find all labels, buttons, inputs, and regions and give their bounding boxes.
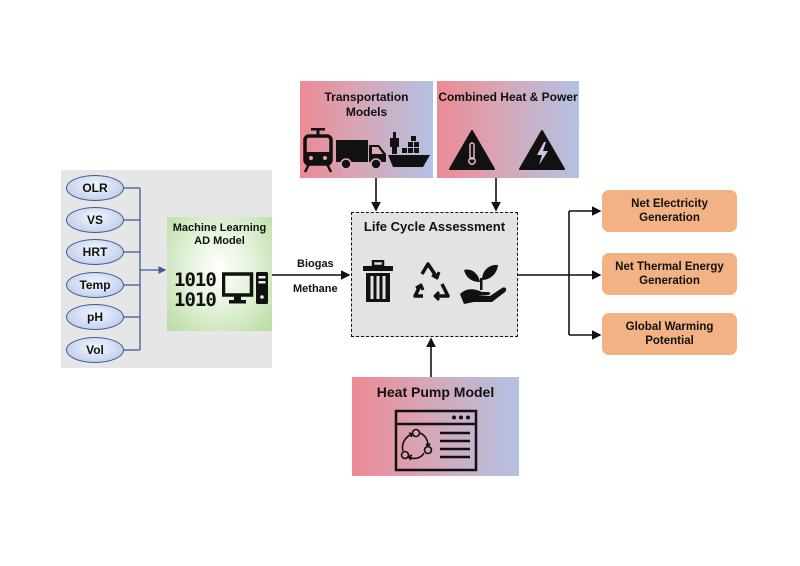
input-temp-label: Temp <box>79 278 111 292</box>
output-net-electricity-label: Net Electricity Generation <box>631 198 708 224</box>
input-vs: VS <box>66 207 124 233</box>
input-olr: OLR <box>66 175 124 201</box>
biogas-label: Biogas <box>297 258 334 270</box>
app-window-cycle-icon <box>394 409 478 472</box>
ml-ad-model-title: Machine Learning AD Model <box>172 222 267 247</box>
recycle-icon <box>413 262 450 302</box>
binary-line-1: 1010 <box>174 269 217 291</box>
electricity-warning-icon <box>519 130 565 170</box>
input-vol: Vol <box>66 337 124 363</box>
binary-code-icon: 1010 1010 <box>174 269 217 311</box>
transportation-models-box: Transportation Models <box>300 81 433 178</box>
input-ph-label: pH <box>87 310 103 324</box>
input-hrt-label: HRT <box>82 245 108 259</box>
train-icon <box>303 128 333 173</box>
output-net-electricity: Net Electricity Generation <box>602 190 737 232</box>
transportation-models-title: Transportation Models <box>324 90 409 119</box>
input-vs-label: VS <box>86 213 103 227</box>
truck-icon <box>336 140 386 170</box>
cargo-ship-icon <box>388 132 430 167</box>
trash-bin-icon <box>363 260 393 302</box>
heat-pump-model-box: Heat Pump Model <box>352 377 519 476</box>
thermometer-warning-icon <box>449 130 495 170</box>
binary-line-2: 1010 <box>174 289 217 311</box>
input-bus-connector <box>124 187 141 351</box>
input-vol-label: Vol <box>86 343 104 357</box>
methane-label: Methane <box>293 283 338 295</box>
output-net-thermal-energy: Net Thermal Energy Generation <box>602 253 737 295</box>
input-hrt: HRT <box>66 239 124 265</box>
output-global-warming-potential-label: Global Warming Potential <box>625 321 714 347</box>
combined-heat-power-box: Combined Heat & Power <box>437 81 579 178</box>
input-olr-label: OLR <box>82 181 108 195</box>
hand-plant-icon <box>460 264 507 304</box>
input-ph: pH <box>66 304 124 330</box>
ml-ad-model-box <box>167 217 272 331</box>
computer-desktop-icon <box>222 272 268 304</box>
life-cycle-assessment-title: Life Cycle Assessment <box>363 219 506 234</box>
output-net-thermal-energy-label: Net Thermal Energy Generation <box>615 261 724 287</box>
input-temp: Temp <box>66 272 124 298</box>
combined-heat-power-title: Combined Heat & Power <box>438 90 578 104</box>
lca-to-outputs-connector <box>518 211 570 335</box>
output-global-warming-potential: Global Warming Potential <box>602 313 737 355</box>
heat-pump-model-title: Heat Pump Model <box>376 384 495 400</box>
